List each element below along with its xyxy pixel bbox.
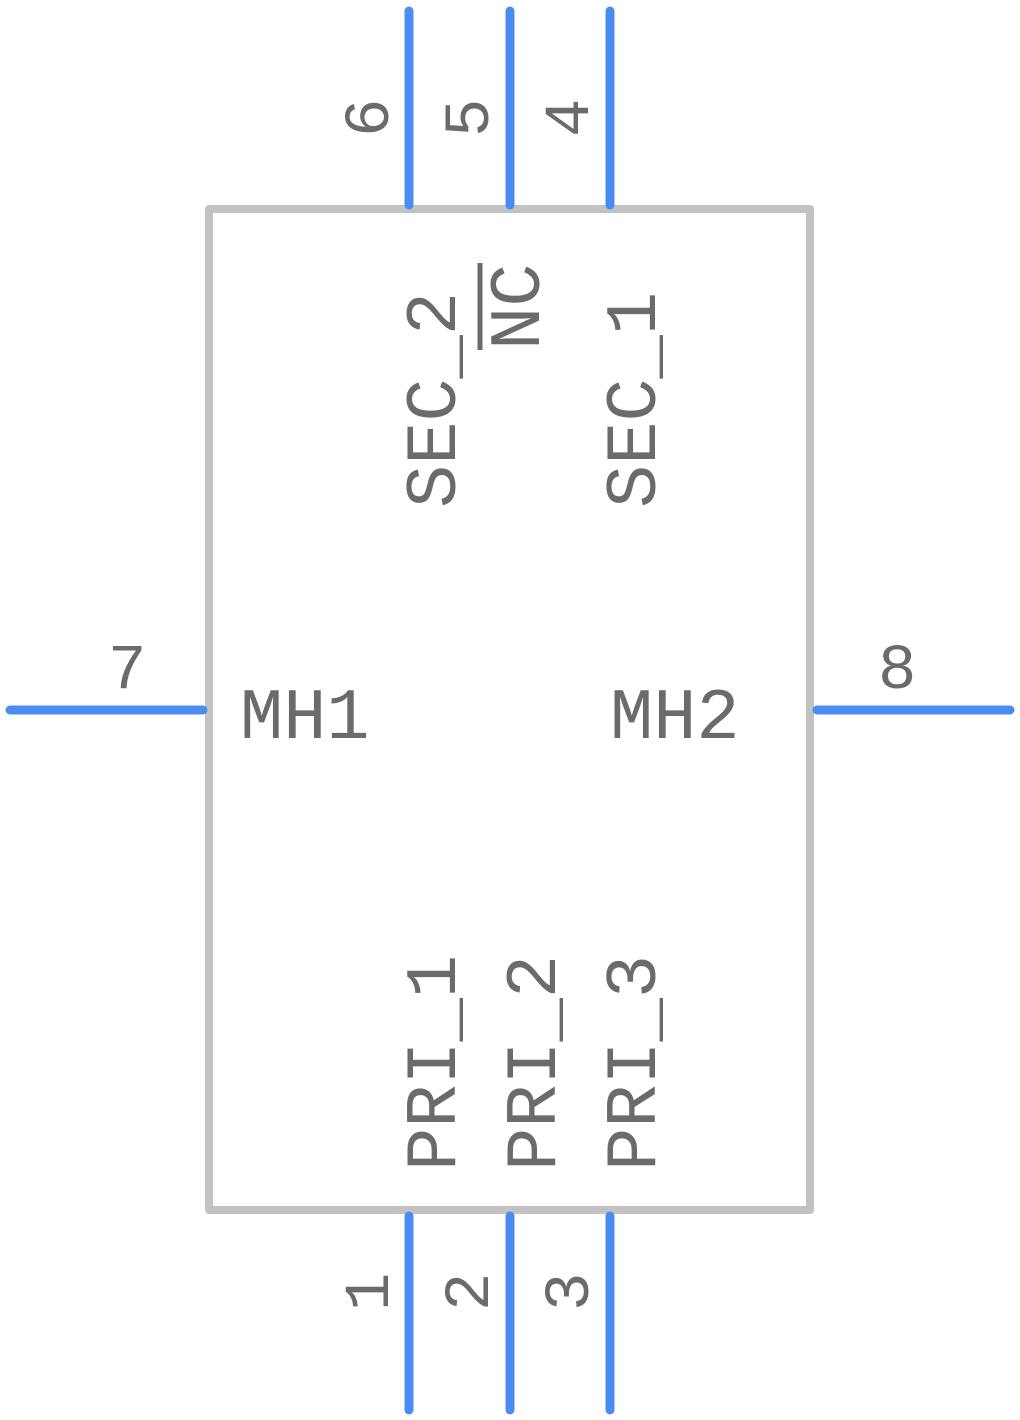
pin-6-name: SEC_2 [395,292,477,508]
pin-6-number: 6 [336,99,408,137]
pin-5-name: NC [479,264,561,350]
pin-8-number: 8 [878,636,916,708]
pin-7-number: 7 [108,636,146,708]
pin-1-number: 1 [336,1273,408,1311]
pin-5-number: 5 [436,99,508,137]
pin-1-name: PRI_1 [395,955,477,1171]
pin-4-name: SEC_1 [595,292,677,508]
pin-8-name: MH2 [610,678,740,760]
pin-3-number: 3 [536,1273,608,1311]
pin-3-name: PRI_3 [595,955,677,1171]
pin-4-number: 4 [536,99,608,137]
pin-2-name: PRI_2 [495,955,577,1171]
pin-7-name: MH1 [240,678,370,760]
pin-2-number: 2 [436,1273,508,1311]
